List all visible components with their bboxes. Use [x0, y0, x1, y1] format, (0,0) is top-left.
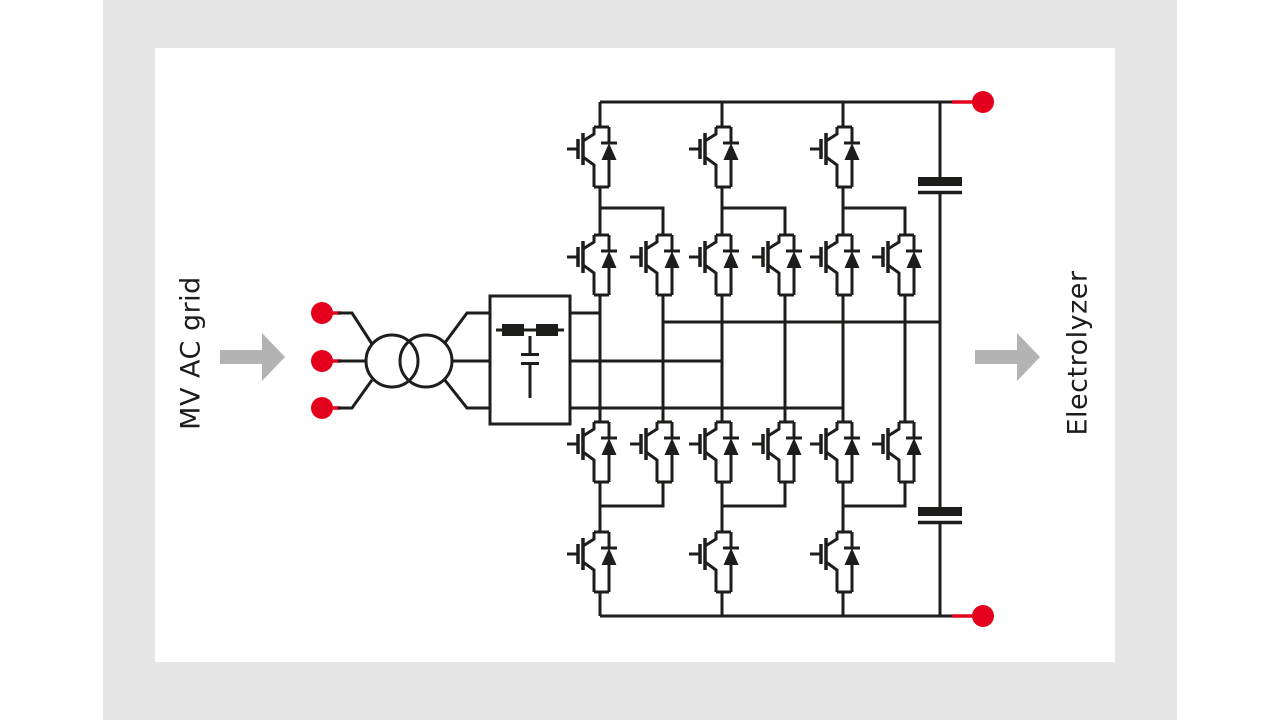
igbt-leg2-clamp-lower: [750, 411, 804, 493]
dc-terminals: [952, 91, 994, 627]
grid-label: MV AC grid: [175, 276, 207, 430]
igbt-leg3-clamp-upper: [870, 224, 924, 306]
dc-terminal-negative-dot: [972, 605, 994, 627]
filter-choke-1: [502, 324, 524, 336]
electrolyzer-flow-arrow: [975, 333, 1040, 381]
ac-terminal-dot-1: [311, 302, 333, 324]
igbt-leg2-top: [687, 116, 741, 198]
ac-grid-terminals: [311, 302, 333, 419]
igbt-leg3-lower: [808, 411, 862, 493]
line-filter: [488, 294, 572, 426]
dc-link-capacitor-lower: [918, 507, 962, 525]
igbt-leg1-lower: [565, 411, 619, 493]
grid-flow-arrow: [220, 333, 285, 381]
ac-terminal-dot-3: [311, 397, 333, 419]
dc-terminal-positive-dot: [972, 91, 994, 113]
igbt-leg1-top: [565, 116, 619, 198]
igbt-leg2-lower: [687, 411, 741, 493]
igbt-leg1-clamp-upper: [628, 224, 682, 306]
igbt-leg1-upper: [565, 224, 619, 306]
converter-wires: [570, 100, 958, 618]
igbt-leg2-upper: [687, 224, 741, 306]
igbt-leg3-upper: [808, 224, 862, 306]
dc-link-capacitor-upper: [918, 177, 962, 195]
transformer: [364, 333, 454, 389]
filter-capacitor: [521, 336, 539, 398]
ac-terminal-dot-2: [311, 350, 333, 372]
filter-choke-2: [536, 324, 558, 336]
igbt-leg1-clamp-lower: [628, 411, 682, 493]
igbt-leg3-clamp-lower: [870, 411, 924, 493]
igbt-leg3-top: [808, 116, 862, 198]
igbt-leg3-bottom: [808, 521, 862, 603]
transformer-filter-wires: [442, 311, 490, 410]
igbt-leg1-bottom: [565, 521, 619, 603]
electrolyzer-label: Electrolyzer: [1062, 270, 1094, 436]
igbt-leg2-clamp-upper: [750, 224, 804, 306]
igbt-leg2-bottom: [687, 521, 741, 603]
